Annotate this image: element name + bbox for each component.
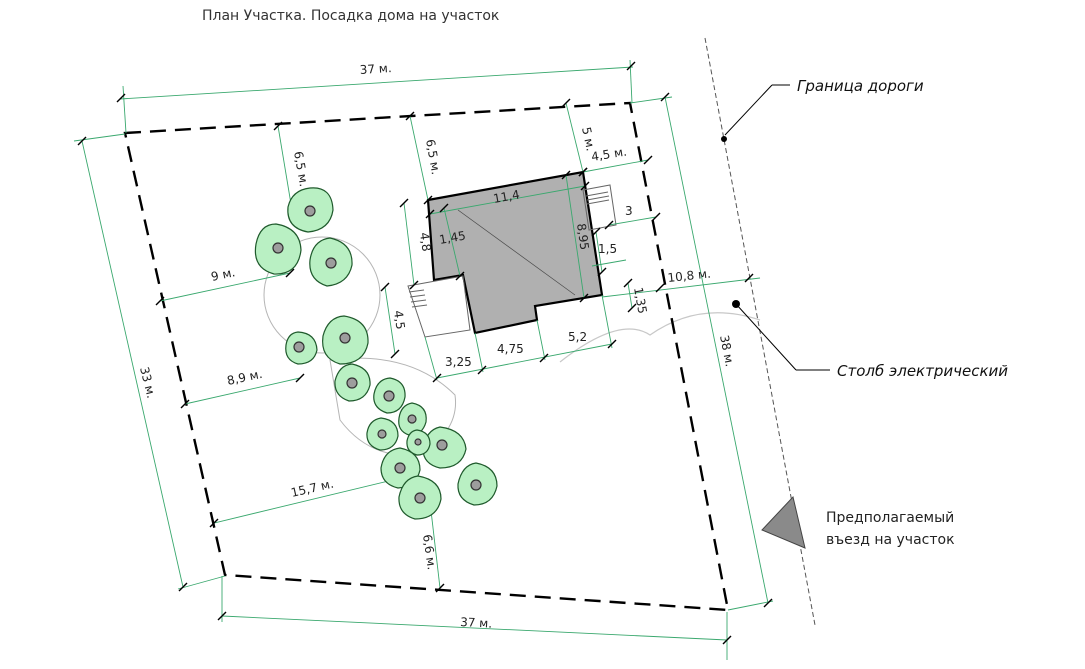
- tree: [398, 402, 427, 436]
- steps-left: [408, 289, 428, 308]
- entrance-label-line1: Предполагаемый: [826, 510, 954, 526]
- tree: [285, 331, 318, 365]
- plot-boundary: [123, 101, 730, 612]
- tree: [254, 223, 302, 275]
- entrance-label-line2: въезд на участок: [826, 532, 955, 548]
- tree: [398, 475, 442, 520]
- dim-road-offset: 10,8 м.: [667, 267, 712, 285]
- dim-left-height: 33 м.: [137, 365, 158, 399]
- house-porch-right: [582, 184, 617, 231]
- dim-left-part-a: 4,8: [417, 231, 434, 252]
- dim-house-right-offset: 4,5 м.: [590, 145, 628, 164]
- tree: [422, 426, 467, 469]
- tree: [457, 462, 498, 506]
- trees: [254, 187, 498, 520]
- dim-porch-width: 3: [625, 204, 633, 218]
- dim-left-step: 4,5: [391, 309, 408, 330]
- electric-pole-label: Столб электрический: [837, 362, 1008, 380]
- dim-tree-dist-3: 15,7 м.: [290, 477, 335, 500]
- crown-outlines: [263, 236, 457, 457]
- pole-leader: [735, 303, 797, 371]
- dim-right-height: 38 м.: [717, 334, 737, 368]
- tree: [373, 377, 406, 414]
- dim-corner-top-offset: 5 м.: [579, 126, 598, 153]
- dimension-lines: [73, 59, 774, 660]
- dim-house-width: 11,4: [492, 188, 521, 206]
- house-porch-left: [407, 275, 471, 338]
- dimension-labels: 37 м. 33 м. 37 м. 38 м. 6,5 м. 6,5 м. 5 …: [137, 61, 737, 631]
- plan-title: План Участка. Посадка дома на участок: [202, 8, 499, 24]
- road-curve: [559, 312, 761, 363]
- dim-tree-bottom-offset: 6,6 м.: [420, 533, 439, 570]
- dim-tree-dist-1: 9 м.: [210, 265, 237, 284]
- steps-right: [585, 191, 610, 205]
- dim-bottom-a: 3,25: [445, 355, 472, 369]
- dim-top-width: 37 м.: [359, 61, 392, 77]
- dim-house-top-offset: 6,5 м.: [423, 138, 443, 176]
- road-leader-dot: [721, 136, 727, 142]
- tree: [309, 237, 353, 287]
- dim-bottom-c: 5,2: [568, 330, 587, 344]
- dim-tree-top-offset: 6,5 м.: [291, 150, 311, 188]
- dim-porch-offset: 1,5: [598, 242, 617, 256]
- road-leader: [724, 84, 773, 136]
- tree: [406, 429, 431, 456]
- dim-tree-dist-2: 8,9 м.: [226, 367, 264, 388]
- tree: [334, 363, 371, 402]
- dim-bottom-width: 37 м.: [460, 615, 493, 631]
- tree: [287, 187, 334, 233]
- dim-small-offset: 1,35: [631, 286, 649, 315]
- road-border-label: Граница дороги: [797, 77, 924, 95]
- dim-house-depth: 8,95: [574, 222, 592, 250]
- house-diagonal: [457, 209, 576, 296]
- tree: [366, 417, 399, 451]
- tree: [322, 315, 369, 365]
- entrance-marker: [761, 495, 806, 549]
- dim-bottom-b: 4,75: [497, 342, 524, 356]
- dim-left-part-b: 1,45: [438, 229, 467, 247]
